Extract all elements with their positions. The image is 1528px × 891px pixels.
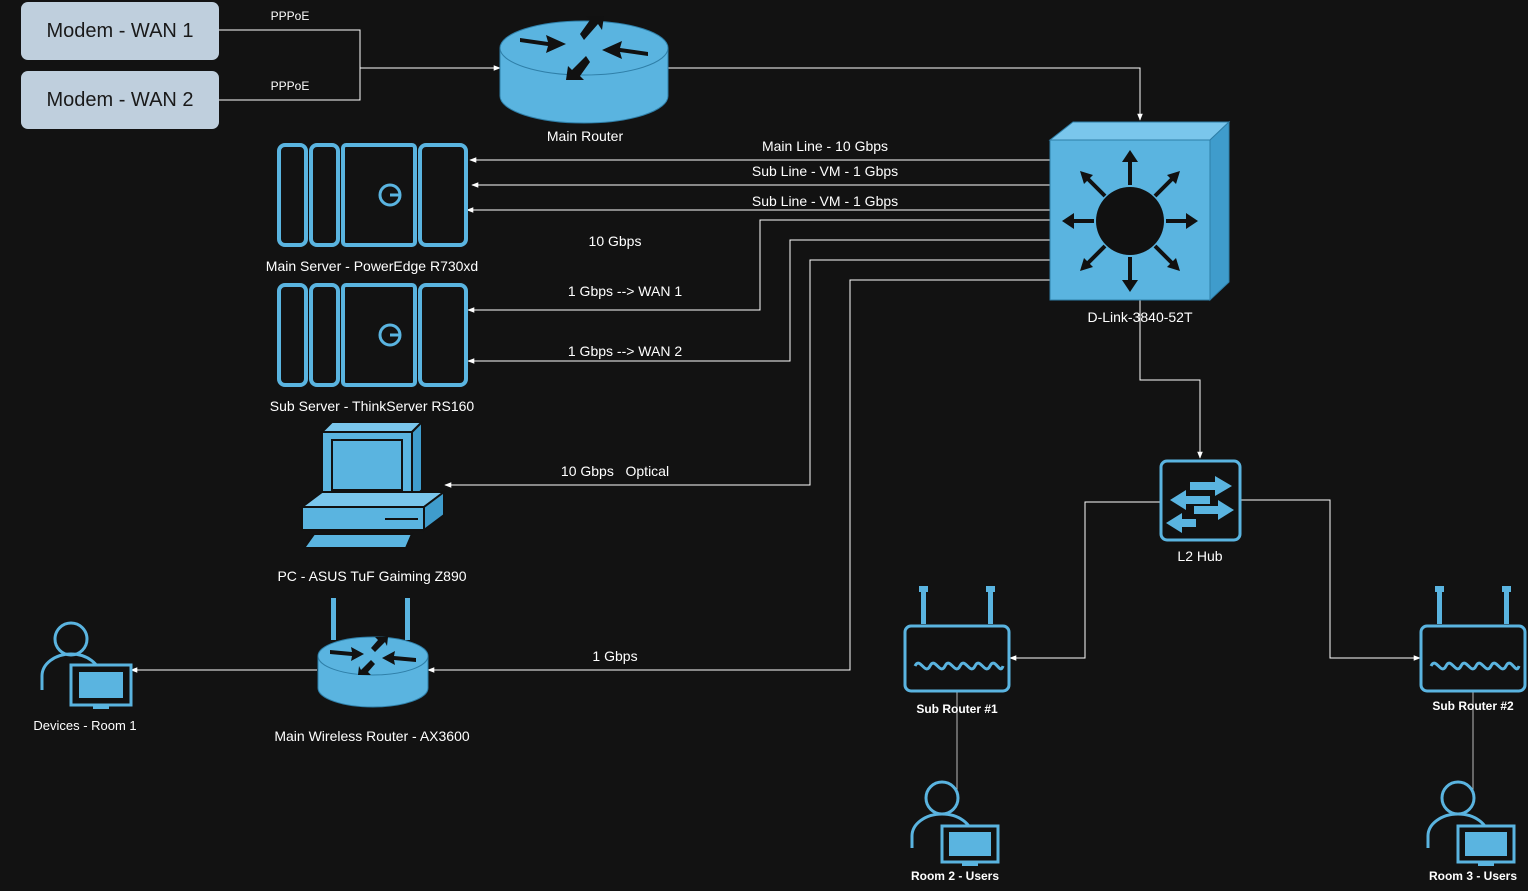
sub-server-label: Sub Server - ThinkServer RS160 xyxy=(269,398,475,414)
l2-hub-label: L2 Hub xyxy=(1177,548,1223,564)
link-wan1-router xyxy=(219,29,501,71)
wan2-line-label: 1 Gbps --> WAN 2 xyxy=(567,343,683,359)
wireless-line-label: 1 Gbps xyxy=(592,648,638,664)
link-switch-hub xyxy=(1139,300,1203,459)
wireless-router-label: Main Wireless Router - AX3600 xyxy=(274,728,470,744)
link-wan1-sub-server xyxy=(467,219,1050,313)
sub-router2-icon[interactable] xyxy=(1419,586,1527,693)
link-wan2-router xyxy=(219,68,361,101)
sub-router1-label: Sub Router #1 xyxy=(916,702,998,716)
l2-hub-icon[interactable] xyxy=(1159,459,1242,542)
main-server-icon[interactable] xyxy=(277,143,468,247)
dlink-switch-icon[interactable] xyxy=(1048,120,1231,302)
room1-user-icon[interactable] xyxy=(40,621,133,709)
main-router-icon[interactable] xyxy=(499,16,669,124)
room2-label: Room 2 - Users xyxy=(910,869,1000,883)
modem-wan1-label: Modem - WAN 1 xyxy=(46,19,194,42)
link-wan2-sub-server xyxy=(467,239,1050,364)
main-router-label: Main Router xyxy=(546,128,624,144)
room2-user-icon[interactable] xyxy=(910,780,1000,866)
room3-label: Room 3 - Users xyxy=(1428,869,1518,883)
room3-user-icon[interactable] xyxy=(1426,780,1516,866)
link-hub-sub-router2 xyxy=(1240,499,1421,661)
sub-line-a-label: Sub Line - VM - 1 Gbps xyxy=(751,163,899,179)
room1-label: Devices - Room 1 xyxy=(33,718,137,733)
modem-wan1[interactable]: Modem - WAN 1 xyxy=(21,2,219,60)
switch-label: D-Link-3840-52T xyxy=(1087,309,1193,325)
pc-icon[interactable] xyxy=(299,419,447,549)
sub-router1-icon[interactable] xyxy=(903,586,1011,693)
wan1-line-label: 1 Gbps --> WAN 1 xyxy=(567,283,683,299)
modem-wan2[interactable]: Modem - WAN 2 xyxy=(21,71,219,129)
pppoe-label-1: PPPoE xyxy=(270,9,310,23)
link-optical-pc xyxy=(444,259,1050,488)
wireless-router-icon[interactable] xyxy=(317,598,429,708)
link-wireless-router xyxy=(427,279,1050,673)
main-line-label: Main Line - 10 Gbps xyxy=(761,138,889,154)
link-router-switch xyxy=(668,67,1143,121)
pppoe-label-2: PPPoE xyxy=(270,79,310,93)
link-hub-sub-router1 xyxy=(1009,501,1160,661)
main-server-label: Main Server - PowerEdge R730xd xyxy=(265,258,479,274)
modem-wan2-label: Modem - WAN 2 xyxy=(46,88,194,111)
sub-line-b-label: Sub Line - VM - 1 Gbps xyxy=(751,193,899,209)
sub-server-icon[interactable] xyxy=(277,283,468,387)
pc-label: PC - ASUS TuF Gaiming Z890 xyxy=(277,568,467,584)
ten-gbps-label: 10 Gbps xyxy=(588,233,642,249)
sub-router2-label: Sub Router #2 xyxy=(1432,699,1514,713)
optical-label: 10 Gbps Optical xyxy=(560,463,670,479)
